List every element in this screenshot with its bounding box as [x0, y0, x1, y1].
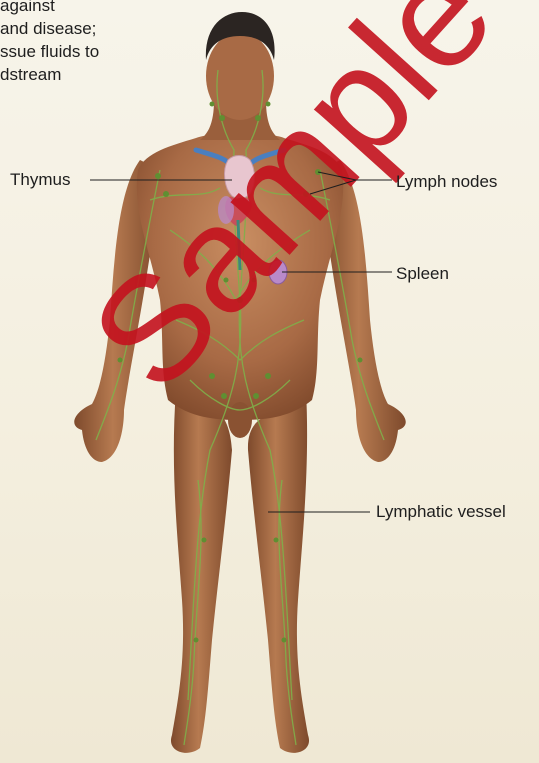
right-leg — [248, 390, 309, 753]
label-lymph-nodes: Lymph nodes — [396, 172, 497, 192]
label-spleen: Spleen — [396, 264, 449, 284]
label-thymus: Thymus — [10, 170, 70, 190]
left-leg — [171, 390, 232, 753]
label-lymphatic-vessel: Lymphatic vessel — [376, 502, 506, 522]
